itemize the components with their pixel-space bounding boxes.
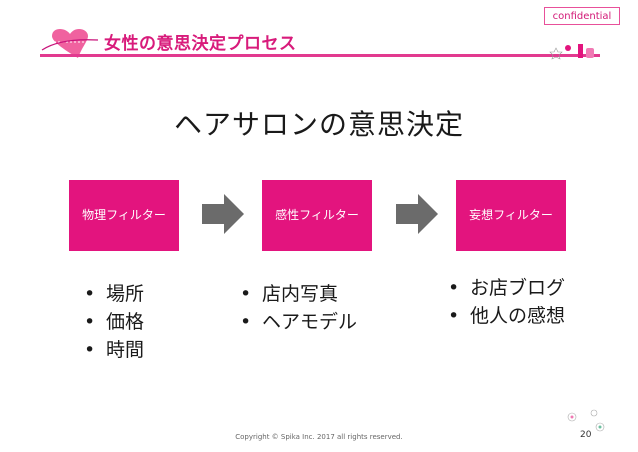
cosmetics-deco-icon bbox=[549, 44, 594, 60]
page-number: 20 bbox=[580, 430, 592, 440]
heart-logo-icon bbox=[41, 29, 99, 58]
confidential-badge: confidential bbox=[544, 7, 620, 25]
list-item: 時間 bbox=[84, 336, 144, 364]
header-divider bbox=[40, 54, 600, 57]
list-item: 店内写真 bbox=[240, 280, 357, 308]
header-title: 女性の意思決定プロセス bbox=[104, 34, 297, 54]
arrow-right-icon bbox=[396, 194, 438, 234]
main-title: ヘアサロンの意思決定 bbox=[173, 108, 464, 141]
list-item: 場所 bbox=[84, 280, 144, 308]
physical-filter-list: 場所 価格 時間 bbox=[84, 280, 144, 364]
stage-physical-filter: 物理フィルター bbox=[69, 180, 179, 251]
list-item: お店ブログ bbox=[448, 274, 565, 302]
list-item: ヘアモデル bbox=[240, 308, 357, 336]
arrow-right-icon bbox=[202, 194, 244, 234]
fantasy-filter-list: お店ブログ 他人の感想 bbox=[448, 274, 565, 330]
sensibility-filter-list: 店内写真 ヘアモデル bbox=[240, 280, 357, 336]
list-item: 価格 bbox=[84, 308, 144, 336]
stage-sensibility-filter: 感性フィルター bbox=[262, 180, 372, 251]
copyright-footer: Copyright © Spika Inc. 2017 all rights r… bbox=[235, 433, 403, 441]
stage-fantasy-filter: 妄想フィルター bbox=[456, 180, 566, 251]
list-item: 他人の感想 bbox=[448, 302, 565, 330]
flower-deco-icon bbox=[567, 409, 605, 432]
